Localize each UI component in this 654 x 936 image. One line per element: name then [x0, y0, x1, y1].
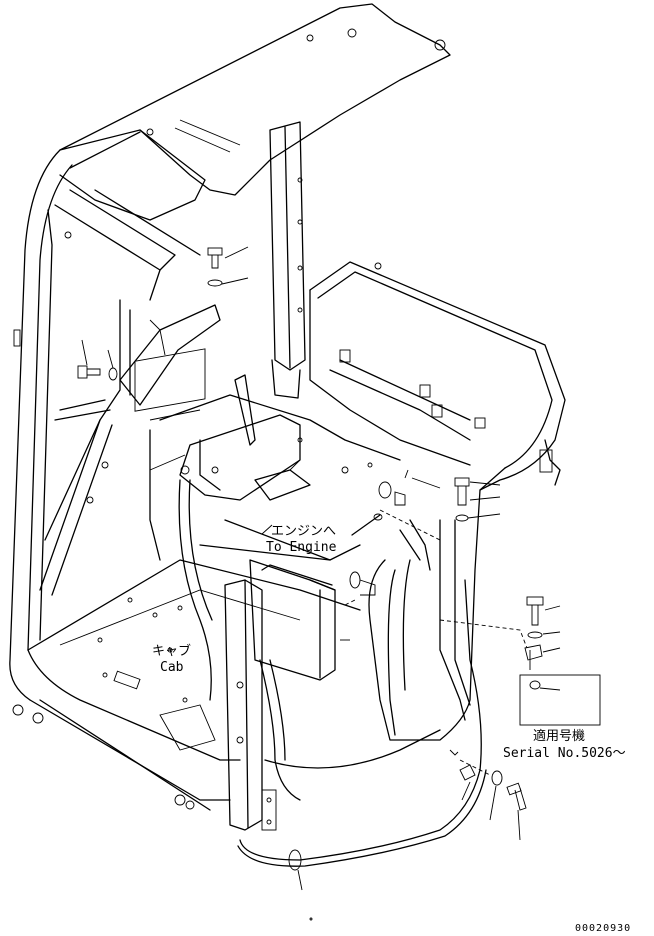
to-engine-label-jp: エンジンへ — [271, 524, 336, 539]
front-pillar — [224, 579, 277, 831]
serial-label-jp: 適用号機 — [533, 728, 585, 744]
to-engine-arrow — [261, 524, 273, 535]
bracket-left — [119, 304, 221, 471]
to-engine-label-en: To Engine — [266, 540, 337, 555]
leader-lines — [344, 509, 531, 776]
serial-variant-box — [519, 674, 601, 726]
cab-label-en: Cab — [160, 660, 184, 675]
bolt-left — [77, 339, 118, 381]
bolt-right-cluster — [378, 469, 501, 522]
cab-frame — [9, 3, 451, 811]
cab-label-jp: キャブ — [152, 643, 191, 659]
vertical-post — [269, 121, 306, 399]
battery-enclosure — [309, 261, 566, 741]
control-console — [149, 374, 401, 561]
screw-clamp — [349, 513, 383, 596]
bolt-top — [207, 246, 249, 287]
electrical-box — [249, 559, 350, 681]
bottom-parts — [297, 749, 527, 921]
serial-label-en: Serial No.5026～ — [503, 746, 626, 761]
wire-harness — [178, 479, 487, 871]
drawing-number: 00020930 — [575, 923, 631, 934]
bolt-far-right — [524, 596, 561, 661]
